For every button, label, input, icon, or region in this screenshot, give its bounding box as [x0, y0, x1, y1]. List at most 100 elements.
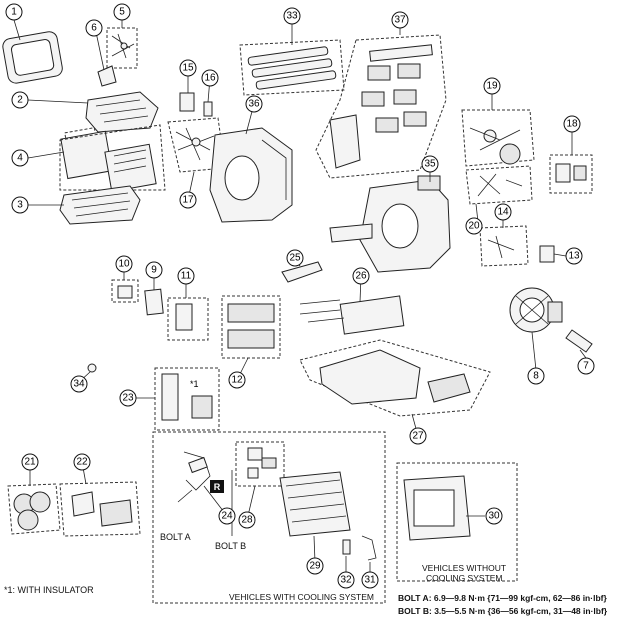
- svg-text:13: 13: [568, 251, 580, 262]
- callout-23: 23: [119, 389, 137, 407]
- callout-14: 14: [494, 203, 512, 221]
- svg-text:20: 20: [468, 221, 480, 232]
- no-cooling-box: [396, 462, 518, 582]
- callout-12: 12: [228, 371, 246, 389]
- torque-bolt-b: BOLT B: 3.5—5.5 N·m {36—56 kgf-cm, 31—48…: [398, 606, 608, 616]
- part-main-case-35: [329, 175, 451, 273]
- svg-text:24: 24: [221, 511, 233, 522]
- callout-24: 24: [218, 507, 236, 525]
- svg-text:34: 34: [73, 379, 85, 390]
- svg-text:14: 14: [497, 207, 509, 218]
- svg-text:35: 35: [424, 159, 436, 170]
- part-linkage-20: [465, 165, 533, 205]
- part-sensor-13: [539, 245, 555, 263]
- callout-8: 8: [527, 367, 545, 385]
- part-sensor-32: [342, 539, 351, 555]
- svg-text:18: 18: [566, 119, 578, 130]
- part-seal-33: [239, 39, 345, 96]
- callout-4: 4: [11, 149, 29, 167]
- bolt-b-label: BOLT B: [215, 541, 247, 551]
- svg-text:25: 25: [289, 253, 301, 264]
- svg-text:2: 2: [17, 95, 23, 106]
- callout-18: 18: [563, 115, 581, 133]
- svg-text:26: 26: [355, 271, 367, 282]
- part-upper-case: [85, 91, 159, 133]
- svg-text:33: 33: [286, 11, 298, 22]
- callout-37: 37: [391, 11, 409, 29]
- part-expansion-valve-28: [235, 441, 285, 487]
- part-actuator-18: [549, 154, 593, 194]
- part-air-mix-doors: [59, 124, 166, 193]
- part-seals-21: [7, 483, 61, 535]
- marker-r-box: [210, 480, 224, 493]
- svg-text:27: 27: [412, 431, 424, 442]
- part-filter-housing-11: [167, 297, 209, 341]
- svg-text:36: 36: [248, 99, 260, 110]
- callout-29: 29: [306, 557, 324, 575]
- star1-label: *1: [190, 379, 199, 389]
- with-cooling-label: VEHICLES WITH COOLING SYSTEM: [229, 592, 374, 602]
- callout-21: 21: [21, 453, 39, 471]
- callout-30: 30: [485, 507, 503, 525]
- svg-text:15: 15: [182, 63, 194, 74]
- callout-34: 34: [70, 375, 88, 393]
- callout-17: 17: [179, 191, 197, 209]
- svg-text:7: 7: [583, 361, 589, 372]
- svg-text:28: 28: [241, 515, 253, 526]
- svg-text:16: 16: [204, 73, 216, 84]
- callout-35: 35: [421, 155, 439, 173]
- svg-text:32: 32: [340, 575, 352, 586]
- svg-text:4: 4: [17, 153, 23, 164]
- part-actuator-15: [179, 92, 195, 112]
- callout-25: 25: [286, 249, 304, 267]
- part-mode-actuator-19: [461, 109, 535, 167]
- callout-26: 26: [352, 267, 370, 285]
- svg-text:19: 19: [486, 81, 498, 92]
- callout-5: 5: [113, 3, 131, 21]
- callout-28: 28: [238, 511, 256, 529]
- callout-32: 32: [337, 571, 355, 589]
- part-blower-motor-8: [509, 287, 563, 333]
- marker-r: R: [214, 482, 221, 492]
- bolt-a-label: BOLT A: [160, 532, 191, 542]
- svg-text:3: 3: [17, 200, 23, 211]
- svg-text:5: 5: [119, 7, 125, 18]
- part-main-case-36: [209, 127, 293, 223]
- part-clips-22: [59, 481, 141, 537]
- footnote-insulator: *1: WITH INSULATOR: [4, 585, 94, 595]
- part-linkage-5: [106, 27, 138, 69]
- part-lower-case: [59, 185, 141, 225]
- part-filter-cover-10: [111, 279, 139, 303]
- callout-22: 22: [73, 453, 91, 471]
- part-linkage-14: [479, 225, 529, 267]
- svg-text:21: 21: [24, 457, 36, 468]
- svg-text:6: 6: [91, 23, 97, 34]
- part-pipe-25: [281, 261, 323, 283]
- part-air-filter-12: [221, 295, 281, 359]
- callout-20: 20: [465, 217, 483, 235]
- svg-text:22: 22: [76, 457, 88, 468]
- callout-15: 15: [179, 59, 197, 77]
- callout-7: 7: [577, 357, 595, 375]
- part-insulator-23: [154, 367, 220, 431]
- cooling-system-box: [152, 431, 386, 604]
- part-sensor-16: [203, 101, 213, 117]
- part-resistor-7: [565, 329, 593, 353]
- part-duct-30: [403, 475, 471, 541]
- callout-2: 2: [11, 91, 29, 109]
- svg-text:9: 9: [151, 265, 157, 276]
- part-doors-37: [315, 34, 447, 179]
- part-pipe-31: [361, 535, 377, 561]
- part-heater-core-26: [299, 295, 405, 335]
- callout-36: 36: [245, 95, 263, 113]
- callout-31: 31: [361, 571, 379, 589]
- svg-text:30: 30: [488, 511, 500, 522]
- part-frame: [2, 31, 63, 84]
- torque-bolt-a: BOLT A: 6.9—9.8 N·m {71—99 kgf-cm, 62—86…: [398, 593, 607, 603]
- svg-text:10: 10: [118, 259, 130, 270]
- svg-text:23: 23: [122, 393, 134, 404]
- without-cooling-label-1: VEHICLES WITHOUT: [422, 563, 507, 573]
- part-linkage-6: [97, 65, 117, 87]
- svg-text:17: 17: [182, 195, 194, 206]
